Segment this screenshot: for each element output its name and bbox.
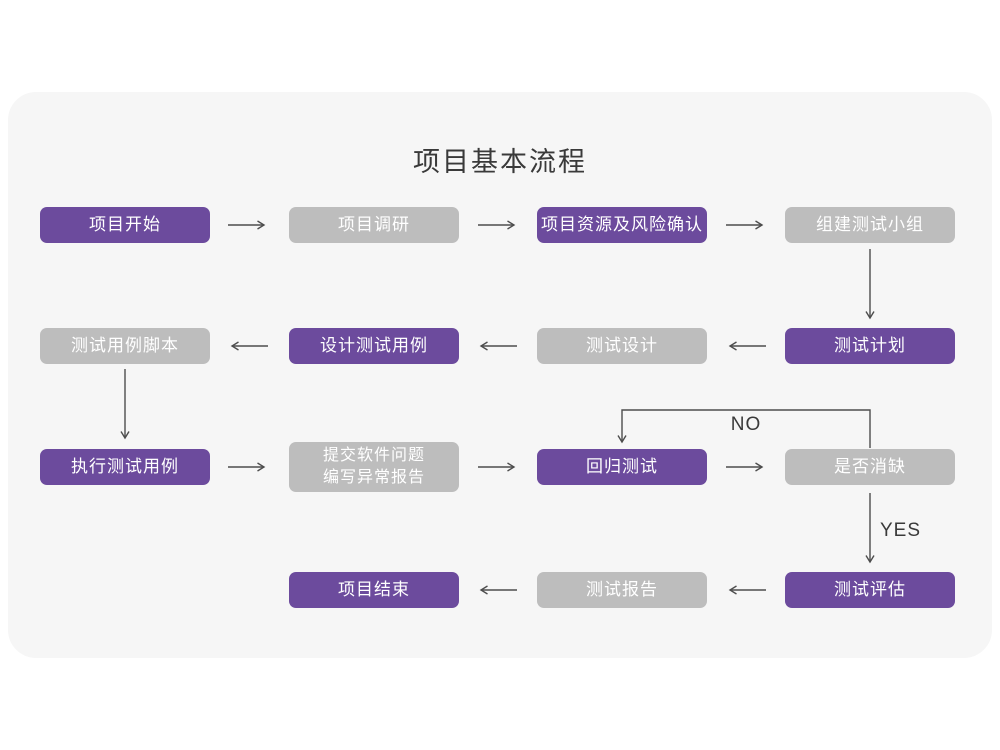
node-submit-issue-report: 提交软件问题 编写异常报告 (289, 442, 459, 492)
node-defect-cleared-check: 是否消缺 (785, 449, 955, 485)
node-build-test-team: 组建测试小组 (785, 207, 955, 243)
node-design-test-cases: 设计测试用例 (289, 328, 459, 364)
node-project-research: 项目调研 (289, 207, 459, 243)
no-branch-label: NO (730, 414, 762, 435)
flowchart-card (8, 92, 992, 658)
node-regression-test: 回归测试 (537, 449, 707, 485)
diagram-title: 项目基本流程 (413, 147, 587, 177)
node-test-plan: 测试计划 (785, 328, 955, 364)
node-execute-test-cases: 执行测试用例 (40, 449, 210, 485)
node-test-design: 测试设计 (537, 328, 707, 364)
yes-branch-label: YES (880, 520, 922, 541)
node-resource-risk-confirm: 项目资源及风险确认 (537, 207, 707, 243)
node-test-evaluation: 测试评估 (785, 572, 955, 608)
node-project-end: 项目结束 (289, 572, 459, 608)
node-project-start: 项目开始 (40, 207, 210, 243)
node-test-report: 测试报告 (537, 572, 707, 608)
node-test-case-script: 测试用例脚本 (40, 328, 210, 364)
